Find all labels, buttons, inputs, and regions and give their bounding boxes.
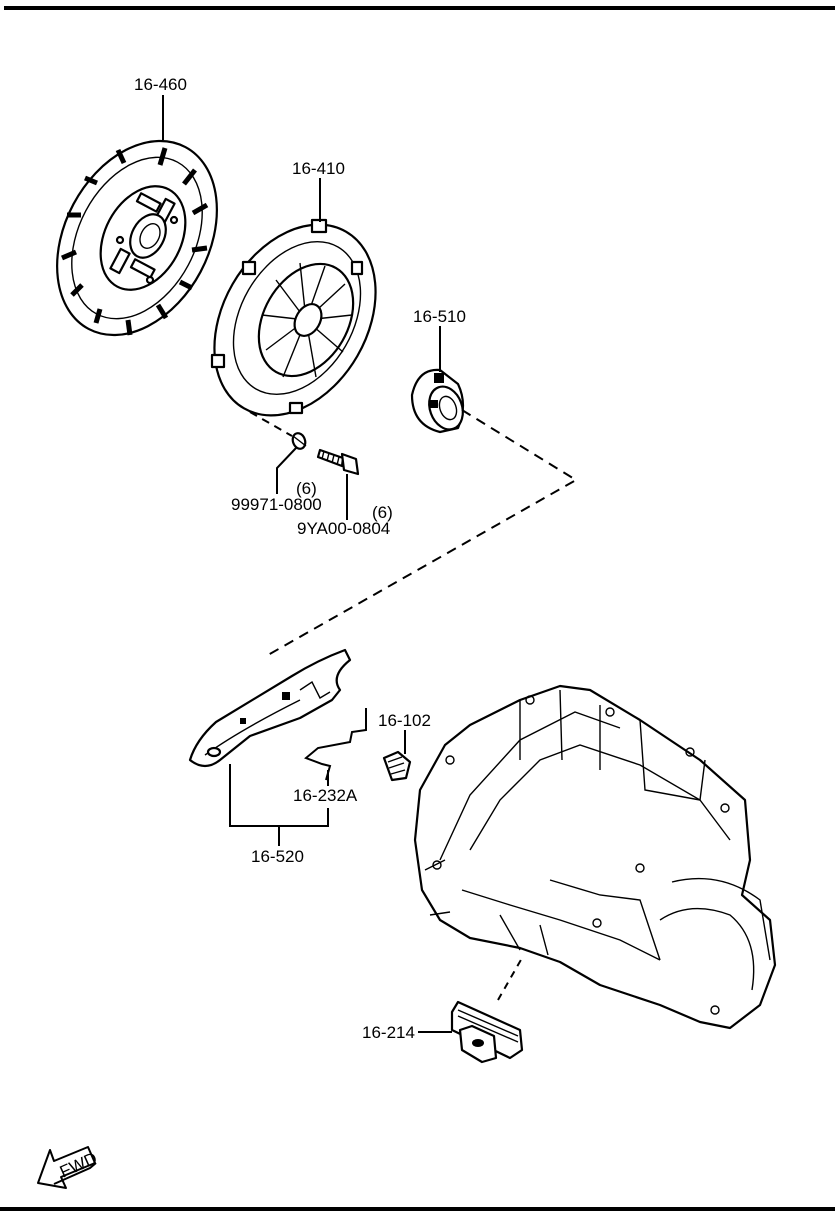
release-fork[interactable]	[188, 648, 352, 768]
pivot-ball[interactable]	[382, 750, 412, 782]
label-16-232A: 16-232A	[293, 786, 358, 805]
label-16-214: 16-214	[362, 1023, 415, 1042]
label-16-102: 16-102	[378, 711, 431, 730]
label-16-460: 16-460	[134, 75, 187, 94]
fwd-arrow-icon: FWD	[37, 1146, 100, 1189]
label-16-410: 16-410	[292, 159, 345, 178]
clutch-disc[interactable]	[25, 113, 249, 362]
lock-washer[interactable]	[291, 431, 308, 450]
clutch-cover[interactable]	[182, 196, 409, 445]
transmission-mount[interactable]	[450, 1000, 524, 1064]
transmission-case	[413, 684, 777, 1030]
mount-dashed-line	[497, 957, 523, 1001]
label-16-520: 16-520	[251, 847, 304, 866]
label-9YA00-0804: 9YA00-0804	[297, 519, 390, 538]
label-99971-0800: 99971-0800	[231, 495, 322, 514]
retaining-spring[interactable]	[304, 708, 367, 781]
release-bearing[interactable]	[410, 368, 469, 434]
washer-qty: (6)	[296, 479, 317, 498]
clutch-bolt[interactable]	[316, 448, 360, 476]
bolt-qty: (6)	[372, 503, 393, 522]
label-16-510: 16-510	[413, 307, 466, 326]
washer-leader	[276, 447, 297, 494]
